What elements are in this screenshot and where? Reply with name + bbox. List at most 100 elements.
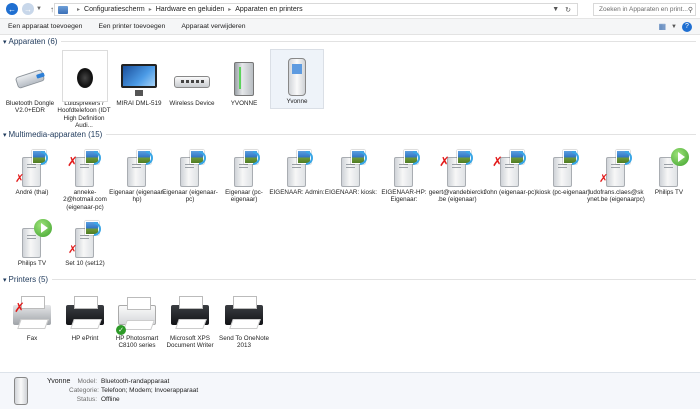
add-printer-button[interactable]: Een printer toevoegen: [98, 23, 166, 30]
media-server-icon: [222, 147, 266, 189]
default-printer-check-icon: ✓: [116, 325, 126, 335]
play-icon: [34, 219, 52, 237]
group-title: Apparaten (6): [8, 37, 58, 46]
device-item-wireless[interactable]: Wireless Device: [166, 58, 218, 107]
media-server-icon: [541, 147, 585, 189]
device-label: YVONNE: [230, 100, 258, 107]
media-item[interactable]: ✗ ludofrans.claes@skynet.be (eigenaarpc): [587, 147, 645, 204]
device-item-computer[interactable]: YVONNE: [218, 58, 270, 107]
media-server-icon: ✗: [63, 218, 107, 260]
media-label: anneke-2@hotmail.com (eigenaar-pc): [63, 189, 107, 211]
group-header-printers[interactable]: ▾ Printers (5): [0, 275, 700, 284]
error-x-icon: ✗: [492, 155, 503, 170]
collapse-chevron-icon[interactable]: ▾: [3, 131, 7, 139]
collapse-chevron-icon[interactable]: ▾: [3, 276, 7, 284]
media-server-icon: ✗: [10, 147, 54, 189]
refresh-icon[interactable]: ↻: [565, 6, 571, 14]
media-label: EIGENAAR-HP: Eigenaar:: [381, 189, 427, 204]
bluetooth-dongle-icon: [8, 58, 52, 100]
media-item[interactable]: ✗ André (thai): [6, 147, 58, 196]
printer-label: Fax: [26, 335, 38, 342]
remove-device-button[interactable]: Apparaat verwijderen: [181, 23, 246, 30]
search-icon[interactable]: ⚲: [687, 6, 694, 14]
device-item-speakers[interactable]: Luidsprekers / Hoofdtelefoon (IDT High D…: [57, 50, 111, 129]
details-value: Telefoon; Modem; Invoerapparaat: [101, 387, 199, 394]
details-device-name: Yvonne: [47, 378, 71, 385]
media-item[interactable]: ✗ anneke-2@hotmail.com (eigenaar-pc): [59, 147, 111, 211]
up-arrow-icon[interactable]: ↑: [50, 4, 54, 14]
search-input[interactable]: Zoeken in Apparaten en print... ⚲: [593, 3, 696, 16]
printer-item-onenote[interactable]: Send To OneNote 2013: [218, 293, 270, 350]
address-bar: ← → ▼ ↑ ▸ Configuratiescherm ▸ Hardware …: [0, 0, 700, 19]
breadcrumb-item-control-panel[interactable]: Configuratiescherm: [84, 6, 145, 13]
media-label: EIGENAAR: Admin:: [269, 189, 325, 196]
back-arrow-icon[interactable]: ←: [6, 3, 18, 15]
media-server-icon: ✗: [594, 147, 638, 189]
device-label: Yvonne: [286, 98, 308, 105]
printer-label: Microsoft XPS Document Writer: [166, 335, 214, 350]
media-item[interactable]: ✗ Set 10 (set12): [59, 218, 111, 267]
media-item[interactable]: Eigenaar (eigenaar-pc): [162, 147, 218, 204]
recent-pages-chevron-icon[interactable]: ▼: [36, 6, 42, 12]
breadcrumb-item-devices-printers[interactable]: Apparaten en printers: [235, 6, 303, 13]
view-options-icon[interactable]: ▦: [658, 22, 667, 31]
media-label: geert@vandebierckt.be (eigenaar): [428, 189, 486, 204]
device-item-bluetooth-dongle[interactable]: Bluetooth Dongle V2.0+EDR: [4, 58, 56, 115]
media-item[interactable]: ✗ John (eigenaar-pc): [484, 147, 536, 196]
media-item[interactable]: EIGENAAR: Admin:: [269, 147, 325, 196]
group-title: Printers (5): [8, 275, 49, 284]
media-item[interactable]: Philips TV: [6, 218, 58, 267]
breadcrumb-separator-icon[interactable]: ▸: [148, 7, 152, 13]
breadcrumb-separator-icon[interactable]: ▸: [77, 7, 81, 13]
device-item-monitor[interactable]: MIRAI DML-519: [113, 58, 165, 107]
media-label: Eigenaar (pc-eigenaar): [225, 189, 263, 204]
device-label: Bluetooth Dongle V2.0+EDR: [5, 100, 55, 115]
breadcrumb-separator-icon[interactable]: ▸: [228, 7, 232, 13]
group-title: Multimedia-apparaten (15): [8, 130, 103, 139]
forward-arrow-icon[interactable]: →: [22, 3, 34, 15]
media-renderer-icon: [647, 147, 691, 189]
error-x-icon: ✗: [67, 155, 78, 170]
device-item-phone[interactable]: Yvonne: [270, 49, 324, 109]
view-controls: ▦ ▼ ?: [658, 21, 692, 32]
breadcrumb-actions: ▼ ↻: [552, 6, 577, 14]
error-x-icon: ✗: [14, 301, 25, 316]
view-dropdown-icon[interactable]: ▼: [671, 23, 677, 30]
printer-item-hp-photosmart[interactable]: ✓ HP Photosmart C8100 series: [111, 293, 163, 350]
media-item[interactable]: EIGENAAR: kiosk:: [325, 147, 377, 196]
media-server-icon: [168, 147, 212, 189]
monitor-icon: [117, 58, 161, 100]
media-server-icon: [329, 147, 373, 189]
collapse-chevron-icon[interactable]: ▾: [3, 38, 7, 46]
media-item[interactable]: kiosk (pc-eigenaar): [536, 147, 590, 196]
play-icon: [671, 148, 689, 166]
media-item[interactable]: Eigenaar (eigenaar-hp): [109, 147, 165, 204]
breadcrumb-item-hardware[interactable]: Hardware en geluiden: [155, 6, 225, 13]
media-item[interactable]: EIGENAAR-HP: Eigenaar:: [378, 147, 430, 204]
add-device-button[interactable]: Een apparaat toevoegen: [8, 23, 83, 30]
group-header-devices[interactable]: ▾ Apparaten (6): [0, 37, 700, 46]
printer-item-hp-eprint[interactable]: HP ePrint: [59, 293, 111, 342]
details-key: Categorie:: [69, 387, 99, 394]
media-label: Eigenaar (eigenaar-hp): [109, 189, 165, 204]
error-x-icon: ✗: [599, 172, 609, 185]
printer-label: HP ePrint: [71, 335, 99, 342]
breadcrumb[interactable]: ▸ Configuratiescherm ▸ Hardware en gelui…: [54, 3, 578, 16]
printer-item-fax[interactable]: ✗ Fax: [6, 293, 58, 342]
media-item[interactable]: Eigenaar (pc-eigenaar): [218, 147, 270, 204]
group-divider: [52, 279, 696, 280]
help-icon[interactable]: ?: [682, 21, 692, 32]
details-value: Offline: [101, 396, 120, 403]
error-x-icon: ✗: [439, 155, 450, 170]
media-item[interactable]: ✗ geert@vandebierckt.be (eigenaar): [428, 147, 486, 204]
printer-icon: ✓: [115, 293, 159, 335]
details-pane: Yvonne Model: Bluetooth-randapparaat Cat…: [0, 372, 700, 409]
details-value: Bluetooth-randapparaat: [101, 378, 170, 385]
details-row-model: Model: Bluetooth-randapparaat: [69, 378, 169, 385]
printer-item-xps[interactable]: Microsoft XPS Document Writer: [164, 293, 216, 350]
details-row-category: Categorie: Telefoon; Modem; Invoerappara…: [69, 387, 198, 394]
mobile-phone-icon: [14, 377, 28, 405]
address-dropdown-icon[interactable]: ▼: [552, 6, 560, 13]
group-header-media[interactable]: ▾ Multimedia-apparaten (15): [0, 130, 700, 139]
media-item[interactable]: Philips TV: [643, 147, 695, 196]
